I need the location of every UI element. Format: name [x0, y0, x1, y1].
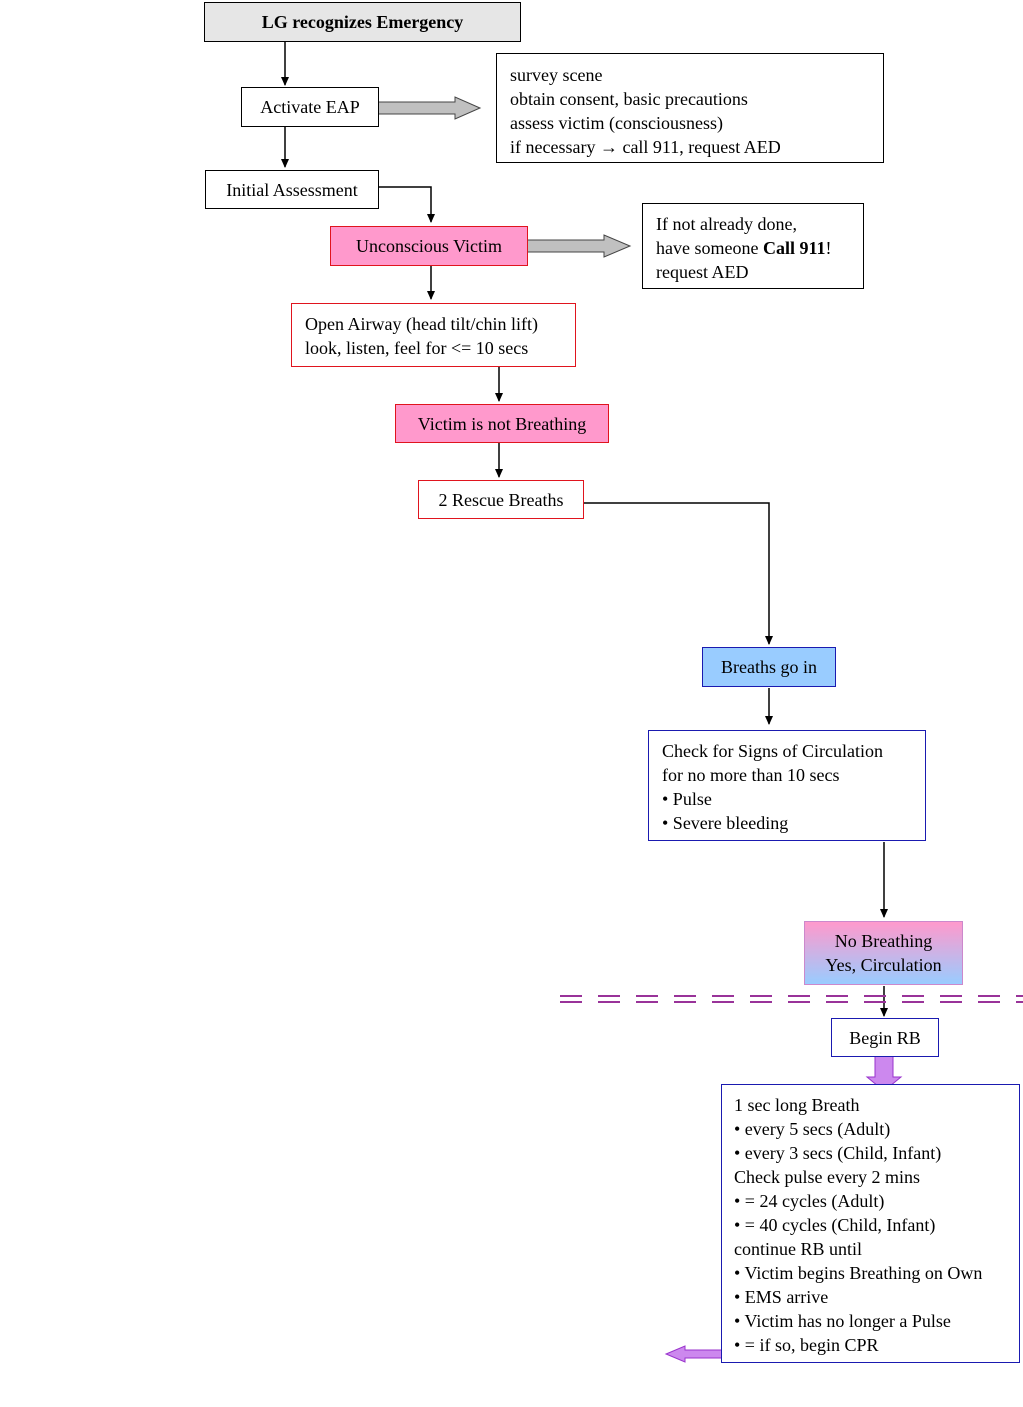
eap-note-line: if necessary → call 911, request AED [510, 137, 781, 157]
eap-note-line: assess victim (consciousness) [510, 113, 723, 133]
open-airway-line: look, listen, feel for <= 10 secs [305, 338, 529, 358]
unconscious-victim-label: Unconscious Victim [355, 236, 503, 256]
eap-note-line: obtain consent, basic precautions [510, 89, 748, 109]
rb-instruction-line: • = 40 cycles (Child, Infant) [734, 1215, 936, 1235]
check-circulation-line: for no more than 10 secs [662, 765, 840, 785]
rb-instruction-line: • every 5 secs (Adult) [734, 1119, 891, 1139]
lg-recognizes-emergency-box: LG recognizes Emergency [204, 2, 521, 42]
breaths-go-in-label: Breaths go in [721, 657, 817, 677]
rb-instruction-line: 1 sec long Breath [734, 1095, 860, 1115]
begin-rb-label: Begin RB [849, 1027, 921, 1048]
rb-instruction-line: • EMS arrive [734, 1287, 829, 1307]
activate-eap-box: Activate EAP [241, 87, 379, 127]
breaths-go-in-box: Breaths go in [702, 647, 836, 687]
unconscious-victim-box: Unconscious Victim [330, 226, 528, 266]
block-arrow-call911-note [522, 234, 632, 258]
check-circulation-box: Check for Signs of Circulation for no mo… [648, 730, 926, 841]
rescue-breaths-label: 2 Rescue Breaths [438, 489, 564, 510]
eap-notes-box: survey scene obtain consent, basic preca… [496, 53, 884, 163]
open-airway-line: Open Airway (head tilt/chin lift) [305, 314, 538, 334]
initial-assessment-label: Initial Assessment [226, 179, 358, 200]
check-circulation-line: • Severe bleeding [662, 813, 789, 833]
eap-note-line: survey scene [510, 65, 603, 85]
check-circulation-line: Check for Signs of Circulation [662, 741, 883, 761]
victim-not-breathing-box: Victim is not Breathing [395, 404, 609, 443]
block-arrow-eap-notes [372, 96, 482, 120]
yes-circulation-line: Yes, Circulation [825, 955, 942, 975]
call911-emphasis: Call 911 [762, 238, 826, 258]
lg-recognizes-label: LG recognizes Emergency [261, 12, 464, 32]
rb-instruction-line: continue RB until [734, 1239, 862, 1259]
rb-instructions-box: 1 sec long Breath • every 5 secs (Adult)… [721, 1084, 1020, 1363]
rescue-breaths-box: 2 Rescue Breaths [418, 480, 584, 519]
call911-note-box: If not already done, have someone Call 9… [642, 203, 864, 289]
initial-assessment-box: Initial Assessment [205, 170, 379, 209]
begin-rb-box: Begin RB [831, 1018, 939, 1057]
arrow-assessment-to-unconscious [379, 186, 435, 223]
call911-note-line3: request AED [656, 262, 749, 282]
call911-note-line2: have someone Call 911! [656, 236, 850, 260]
rb-instruction-line: • = 24 cycles (Adult) [734, 1191, 885, 1211]
rb-instruction-line: • = if so, begin CPR [734, 1335, 879, 1355]
rb-instruction-line: Check pulse every 2 mins [734, 1167, 920, 1187]
rb-instruction-line: • Victim begins Breathing on Own [734, 1263, 983, 1283]
rb-instruction-line: • every 3 secs (Child, Infant) [734, 1143, 942, 1163]
call911-suffix: ! [825, 238, 832, 258]
open-airway-box: Open Airway (head tilt/chin lift) look, … [291, 303, 576, 367]
rb-instruction-line: • Victim has no longer a Pulse [734, 1311, 951, 1331]
activate-eap-label: Activate EAP [260, 97, 360, 117]
check-circulation-line: • Pulse [662, 789, 712, 809]
arrow-rescue-to-breaths-go-in [584, 502, 773, 645]
victim-not-breathing-label: Victim is not Breathing [417, 413, 587, 434]
no-breathing-line: No Breathing [834, 931, 933, 951]
dashed-divider [560, 995, 1023, 1003]
no-breathing-yes-circulation-box: No Breathing Yes, Circulation [804, 921, 963, 985]
call911-note-line1: If not already done, [656, 214, 797, 234]
call911-prefix: have someone [656, 238, 763, 258]
